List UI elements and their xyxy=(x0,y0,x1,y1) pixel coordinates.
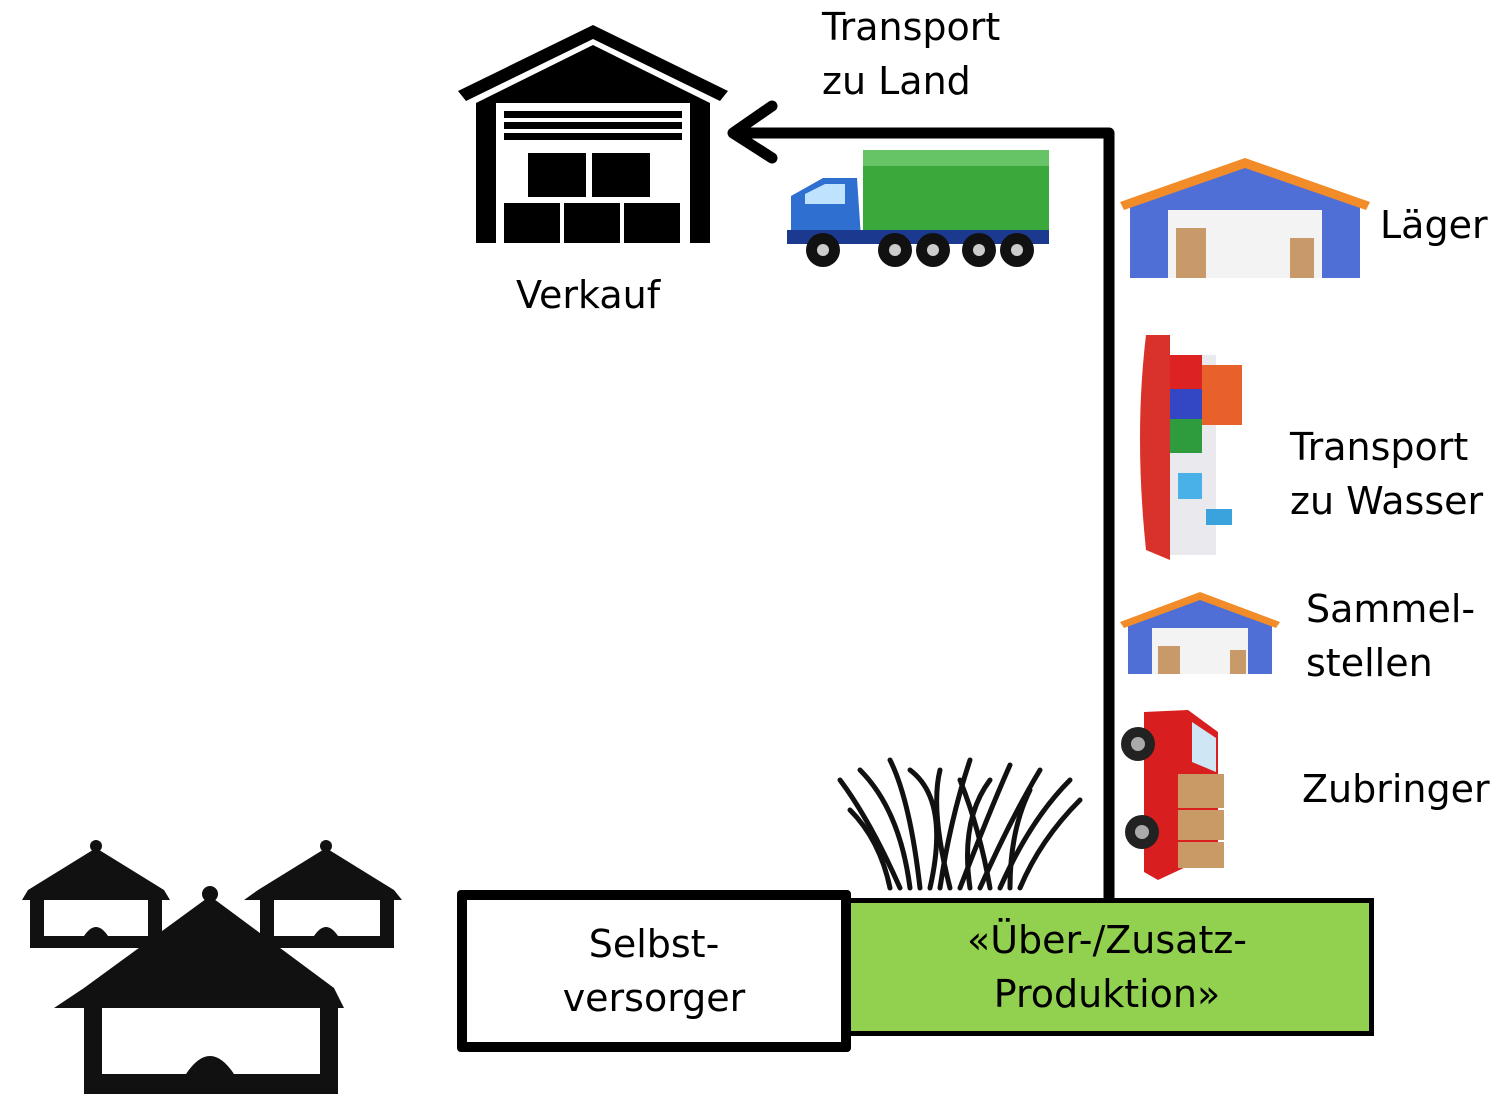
laeger-label: Läger xyxy=(1380,203,1488,247)
sammelstellen-label: Sammel- stellen xyxy=(1306,587,1476,685)
huts-icon xyxy=(22,840,402,1094)
selbstversorger-label-line1: Selbst- xyxy=(588,922,720,966)
selbstversorger-box: Selbst- versorger xyxy=(457,890,851,1052)
warehouse-icon xyxy=(458,25,728,243)
truck-icon xyxy=(787,150,1049,267)
selbstversorger-label-line2: versorger xyxy=(562,976,746,1020)
verkauf-label: Verkauf xyxy=(516,273,661,317)
transport-water-label: Transport zu Wasser xyxy=(1290,425,1484,523)
production-box: «Über-/Zusatz- Produktion» xyxy=(840,898,1374,1036)
ship-icon xyxy=(1140,335,1242,560)
transport-land-label: Transport zu Land xyxy=(822,5,1001,103)
storage-building-icon xyxy=(1120,158,1370,278)
zubringer-label: Zubringer xyxy=(1302,767,1490,811)
grass-icon xyxy=(837,757,1083,891)
delivery-truck-icon xyxy=(1121,710,1224,880)
production-label-line2: Produktion» xyxy=(993,972,1221,1016)
production-label-line1: «Über-/Zusatz- xyxy=(966,918,1248,962)
collection-point-icon xyxy=(1120,592,1280,674)
